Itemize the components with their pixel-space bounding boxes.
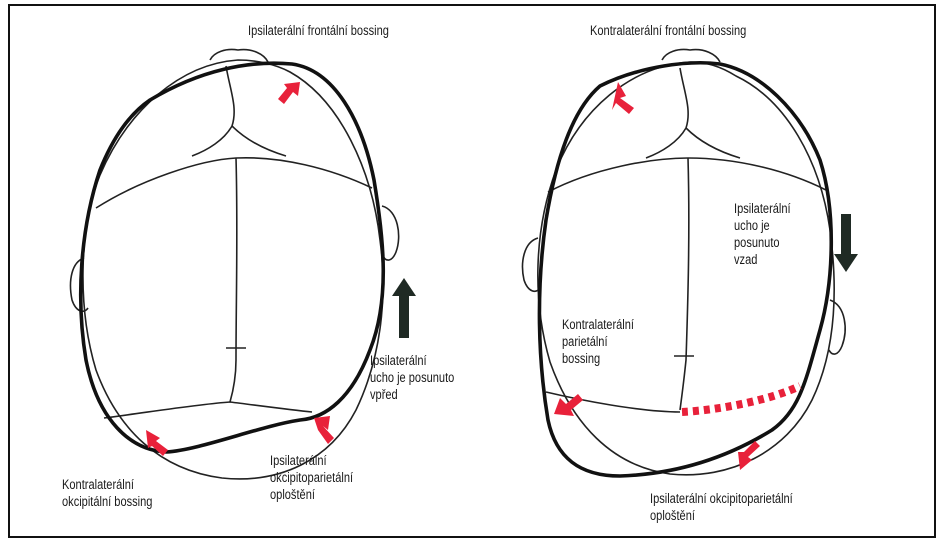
left-skull	[71, 49, 399, 478]
left-frontal-red-arrow	[278, 82, 300, 104]
right-flattening-dashed-line	[682, 386, 800, 412]
right-bottom-label: Ipsilaterální okcipitoparietální oploště…	[650, 490, 793, 524]
right-suture-anterior	[646, 68, 688, 158]
left-suture-lambdoid	[104, 402, 312, 418]
right-top-label: Kontralaterální frontální bossing	[590, 22, 746, 39]
left-bottom-left-label: Kontralaterální okcipitální bossing	[62, 476, 152, 510]
left-suture-coronal	[96, 158, 372, 208]
right-frontal-red-arrow	[612, 82, 634, 114]
right-suture-anterior-right	[686, 128, 740, 158]
left-ear-forward-dark-arrow	[392, 278, 416, 338]
left-suture-anterior-right	[232, 126, 286, 156]
left-suture-anterior	[192, 66, 234, 156]
right-nose	[662, 49, 720, 62]
right-ear-label: Ipsilaterální ucho je posunuto vzad	[734, 200, 791, 268]
left-flattening-red-arrow	[314, 416, 334, 444]
left-bottom-right-label: Ipsilaterální okcipitoparietální oploště…	[270, 452, 353, 503]
left-ear-right	[382, 206, 399, 260]
right-suture-sagittal	[680, 158, 689, 410]
right-ear-backward-dark-arrow	[834, 214, 858, 272]
left-ear-label: Ipsilaterální ucho je posunuto vpřed	[370, 352, 454, 403]
right-suture-coronal	[548, 158, 826, 192]
left-suture-sagittal	[230, 158, 237, 402]
right-parietal-label: Kontralaterální parietální bossing	[562, 316, 634, 367]
left-top-label: Ipsilaterální frontální bossing	[248, 22, 389, 39]
